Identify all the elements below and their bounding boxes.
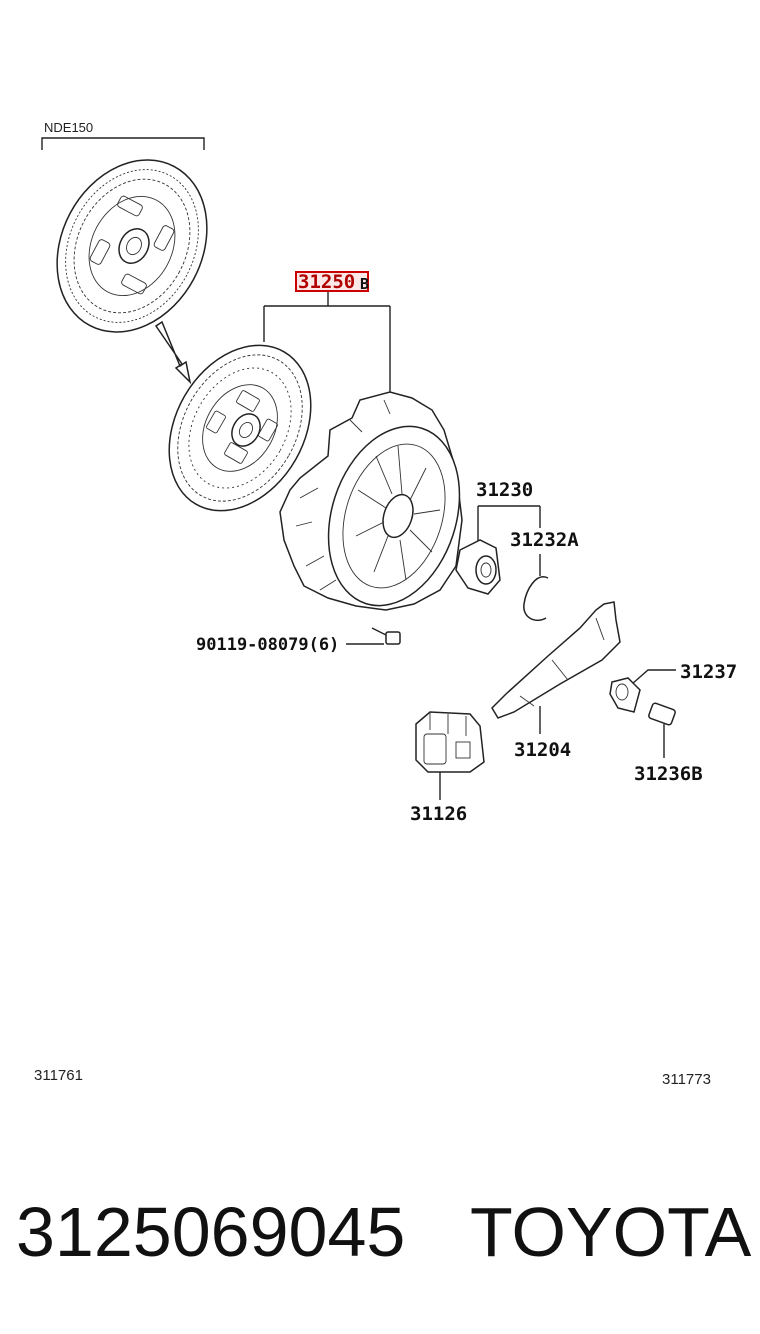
boot — [415, 711, 485, 773]
callout-bolt: 90119-08079(6) — [196, 635, 339, 655]
clutch-disc — [168, 344, 312, 512]
callout-31232A: 31232A — [510, 529, 579, 551]
reference-left: 311761 — [34, 1067, 83, 1084]
brand-name: TOYOTA — [470, 1193, 752, 1271]
part-number: 3125069045 — [16, 1193, 405, 1271]
release-bearing — [455, 539, 501, 595]
group-label: NDE150 — [44, 120, 93, 135]
callout-31237: 31237 — [680, 661, 737, 683]
replacement-arrow — [154, 320, 192, 385]
callout-31250-suffix: B — [360, 275, 369, 293]
callout-31250-leader — [263, 292, 391, 396]
clutch-disc-variant — [56, 159, 208, 333]
callout-highlight-box — [295, 271, 369, 292]
callout-31236B: 31236B — [634, 763, 703, 785]
callout-31126: 31126 — [410, 803, 467, 825]
release-clip — [523, 576, 549, 622]
bolt — [371, 627, 401, 645]
reference-right: 311773 — [662, 1071, 711, 1088]
callout-31250: 31250 — [298, 271, 355, 293]
clutch-cover — [279, 391, 463, 611]
release-fork — [491, 601, 621, 719]
pivot-stud — [648, 702, 676, 726]
group-bracket — [41, 137, 205, 150]
callout-31230: 31230 — [476, 479, 533, 501]
callout-31237-leader — [631, 669, 676, 685]
fork-support — [609, 677, 641, 713]
callout-31204: 31204 — [514, 739, 571, 761]
